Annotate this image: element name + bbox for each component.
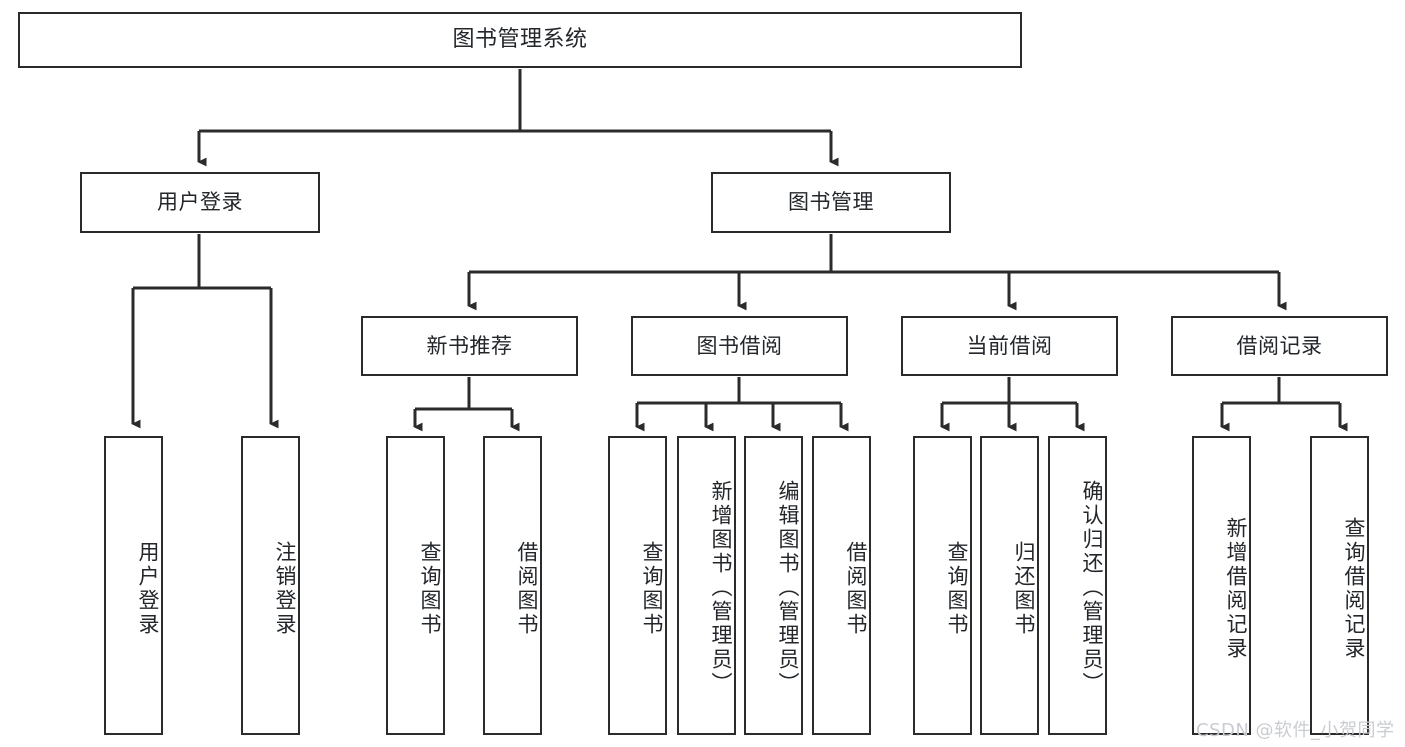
node-label: 新书推荐	[426, 333, 513, 358]
node-label: 图书借阅	[696, 333, 783, 358]
node-label: 图书管理系统	[452, 27, 588, 53]
leaf-user-login-logout[interactable]: 注销登录	[241, 436, 300, 735]
leaf-borrow-edit-book-admin[interactable]: 编辑图书（管理员）	[744, 436, 803, 735]
node-label: 确认归还（管理员）	[1080, 479, 1104, 696]
leaf-borrow-add-book-admin[interactable]: 新增图书（管理员）	[677, 436, 736, 735]
node-label: 归还图书	[1012, 540, 1036, 637]
node-label: 用户登录	[157, 190, 243, 215]
node-label: 查询图书	[640, 540, 664, 637]
node-root-system[interactable]: 图书管理系统	[18, 12, 1022, 68]
node-label: 用户登录	[136, 540, 160, 637]
node-label: 注销登录	[273, 540, 297, 637]
node-book-management[interactable]: 图书管理	[711, 172, 951, 233]
leaf-recommend-query-book[interactable]: 查询图书	[386, 436, 445, 735]
leaf-current-confirm-return-admin[interactable]: 确认归还（管理员）	[1048, 436, 1107, 735]
leaf-current-query-book[interactable]: 查询图书	[913, 436, 972, 735]
node-borrow-record[interactable]: 借阅记录	[1171, 316, 1388, 376]
node-label: 借阅图书	[844, 540, 868, 637]
leaf-borrow-borrow-book[interactable]: 借阅图书	[812, 436, 871, 735]
node-label: 当前借阅	[966, 333, 1053, 358]
leaf-recommend-borrow-book[interactable]: 借阅图书	[483, 436, 542, 735]
node-label: 新增图书（管理员）	[709, 479, 733, 696]
leaf-record-query-record[interactable]: 查询借阅记录	[1310, 436, 1369, 735]
watermark-credit: CSDN @软件_小贺同学	[1196, 716, 1395, 742]
leaf-borrow-query-book[interactable]: 查询图书	[608, 436, 667, 735]
watermark-text: CSDN @软件_小贺同学	[1196, 720, 1395, 741]
node-label: 借阅记录	[1236, 333, 1323, 358]
node-current-borrow[interactable]: 当前借阅	[901, 316, 1118, 376]
node-label: 新增借阅记录	[1224, 516, 1248, 661]
node-label: 借阅图书	[515, 540, 539, 637]
leaf-user-login-login[interactable]: 用户登录	[104, 436, 163, 735]
node-new-book-recommend[interactable]: 新书推荐	[361, 316, 578, 376]
node-label: 查询图书	[418, 540, 442, 637]
node-label: 查询借阅记录	[1342, 516, 1366, 661]
node-label: 图书管理	[788, 190, 874, 215]
node-book-borrow[interactable]: 图书借阅	[631, 316, 848, 376]
node-label: 查询图书	[945, 540, 969, 637]
node-user-login[interactable]: 用户登录	[80, 172, 320, 233]
leaf-current-return-book[interactable]: 归还图书	[980, 436, 1039, 735]
leaf-record-add-record[interactable]: 新增借阅记录	[1192, 436, 1251, 735]
node-label: 编辑图书（管理员）	[776, 479, 800, 696]
